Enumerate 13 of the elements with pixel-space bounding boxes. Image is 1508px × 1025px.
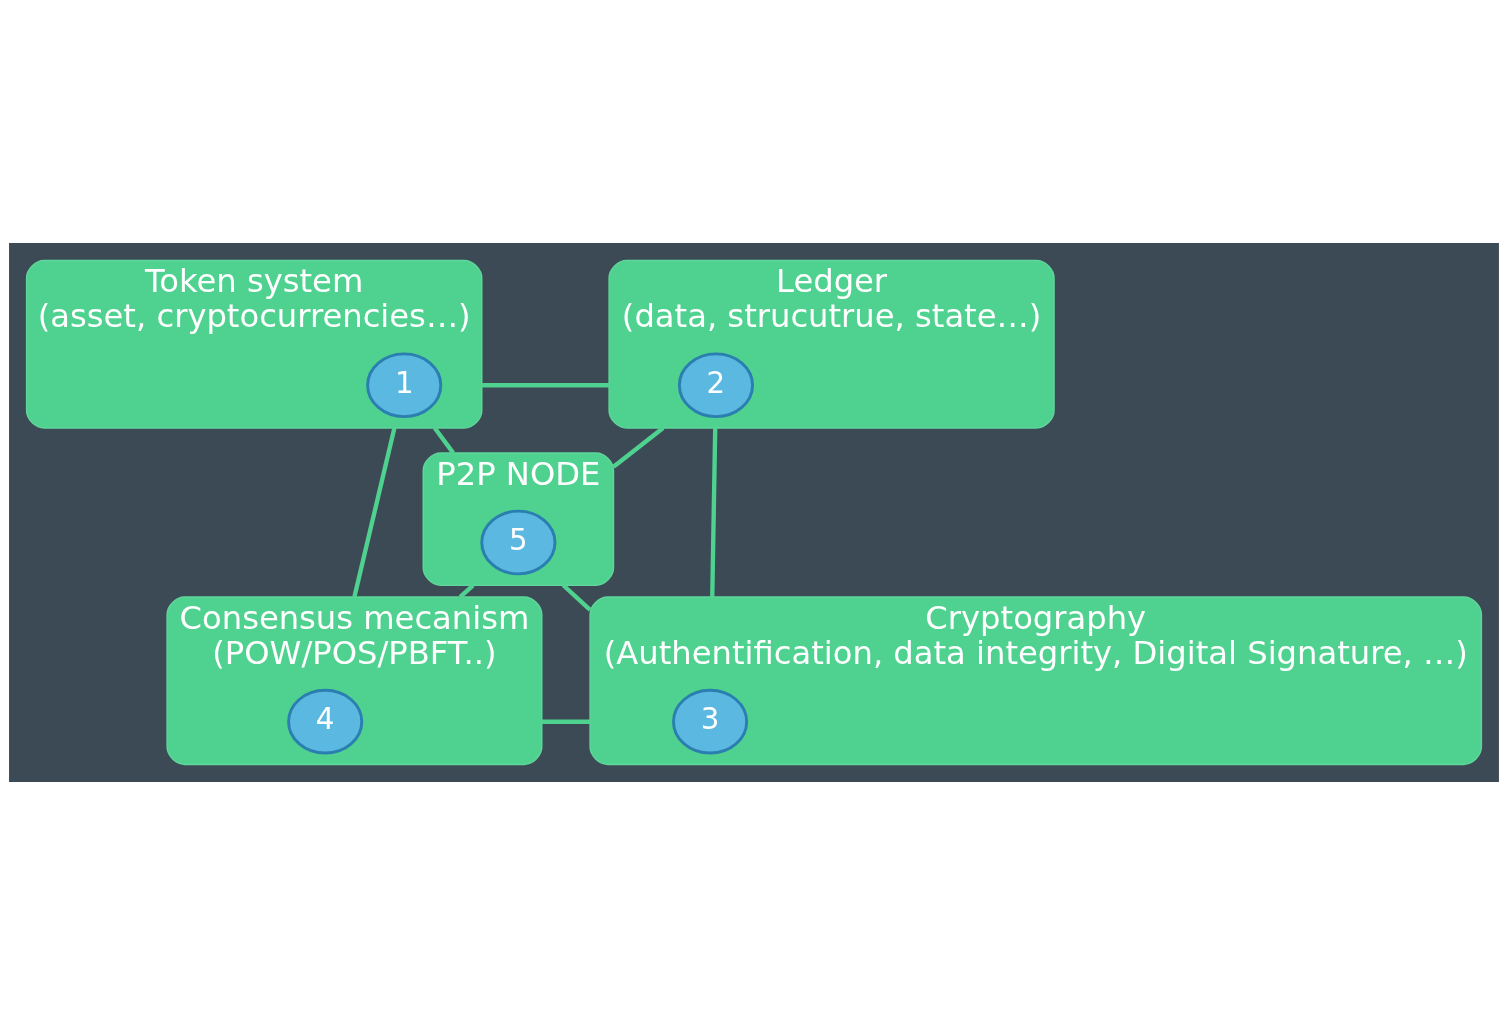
node-ellipse: 3 (672, 688, 749, 755)
connector (710, 428, 718, 597)
node-ellipse: 4 (287, 688, 364, 755)
connector (481, 383, 610, 388)
connector (458, 583, 475, 599)
node-ellipse: 2 (677, 352, 754, 419)
connector (352, 427, 397, 598)
connector (433, 426, 455, 455)
connector (561, 583, 592, 612)
node-ellipse: 5 (480, 509, 557, 576)
connector (541, 719, 591, 724)
node-ellipse: 1 (366, 352, 443, 419)
connector (612, 426, 665, 469)
